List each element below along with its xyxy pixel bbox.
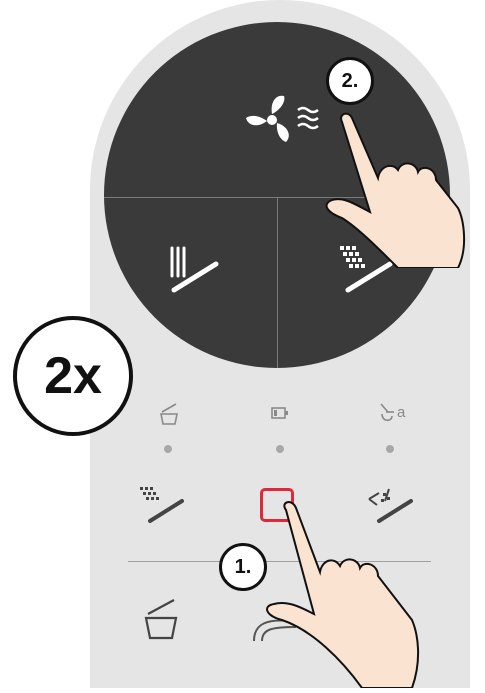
repeat-count-badge: 2x — [13, 316, 133, 436]
battery-icon — [270, 405, 290, 426]
battery-indicator-dot — [276, 445, 284, 453]
lid-icon — [158, 402, 180, 431]
step-two-text: 2. — [342, 70, 359, 93]
lady-wash-button[interactable] — [104, 198, 277, 368]
descale-icon — [378, 402, 398, 431]
fan-dryer-icon — [240, 92, 330, 152]
pointing-hand-icon-upper — [318, 108, 485, 273]
lid-indicator-dot — [164, 445, 172, 453]
step-one-text: 1. — [235, 556, 252, 579]
descale-indicator-dot — [386, 445, 394, 453]
step-one-badge: 1. — [219, 543, 267, 591]
toilet-lid-button[interactable] — [140, 596, 184, 649]
rear-wash-side-button[interactable] — [136, 485, 186, 530]
step-two-badge: 2. — [326, 57, 374, 105]
pointing-hand-icon-lower — [262, 500, 442, 693]
repeat-count-text: 2x — [44, 346, 102, 406]
descale-label: a — [397, 404, 405, 421]
lady-wash-icon — [164, 238, 224, 298]
